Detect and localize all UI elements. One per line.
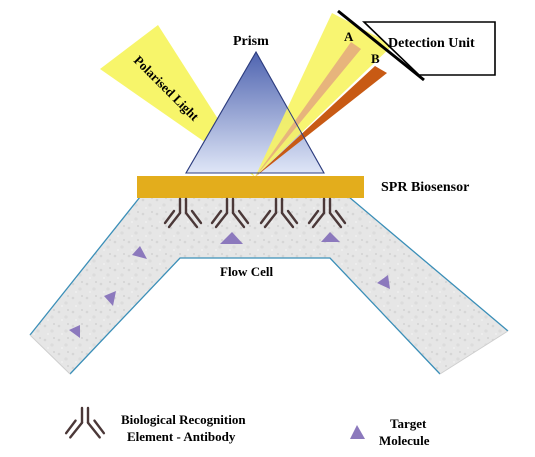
target-molecule-icon bbox=[104, 291, 116, 306]
legend-antibody-line2: Element - Antibody bbox=[127, 429, 236, 444]
detection-unit-face bbox=[337, 9, 425, 82]
target-molecule-icon bbox=[321, 232, 340, 242]
antibody-icon bbox=[210, 197, 250, 229]
flow-cell-channel bbox=[30, 197, 508, 374]
antibody-icon bbox=[163, 197, 203, 229]
prism-label: Prism bbox=[233, 34, 269, 49]
beam-b-label: B bbox=[371, 51, 380, 66]
flow-cell-inner-edge bbox=[69, 257, 441, 375]
flow-cell-label: Flow Cell bbox=[220, 264, 273, 279]
legend-target-icon bbox=[350, 425, 365, 439]
target-molecule-icon bbox=[132, 246, 147, 259]
antibody-icon bbox=[259, 197, 299, 229]
legend-antibody-line1: Biological Recognition bbox=[121, 412, 246, 427]
legend-target-line1: Target bbox=[390, 416, 427, 431]
target-molecule-icon bbox=[377, 275, 390, 289]
spr-biosensor-label: SPR Biosensor bbox=[381, 180, 469, 195]
legend-antibody-icon bbox=[64, 406, 106, 439]
flow-cell-outer-edge bbox=[29, 196, 509, 336]
beam-b bbox=[255, 66, 387, 177]
detection-unit-box bbox=[362, 21, 496, 76]
antibody-icon bbox=[307, 197, 347, 229]
legend-target-line2: Molecule bbox=[379, 433, 430, 448]
reflected-light-beam bbox=[255, 13, 393, 177]
beam-a-label: A bbox=[344, 29, 354, 44]
spr-biosensor-plate bbox=[137, 176, 364, 198]
detection-unit-label: Detection Unit bbox=[388, 36, 475, 51]
antibody-icon bbox=[64, 406, 106, 439]
target-molecule-icon bbox=[220, 232, 243, 244]
target-molecule-icon bbox=[69, 325, 80, 338]
beam-a bbox=[255, 42, 361, 177]
